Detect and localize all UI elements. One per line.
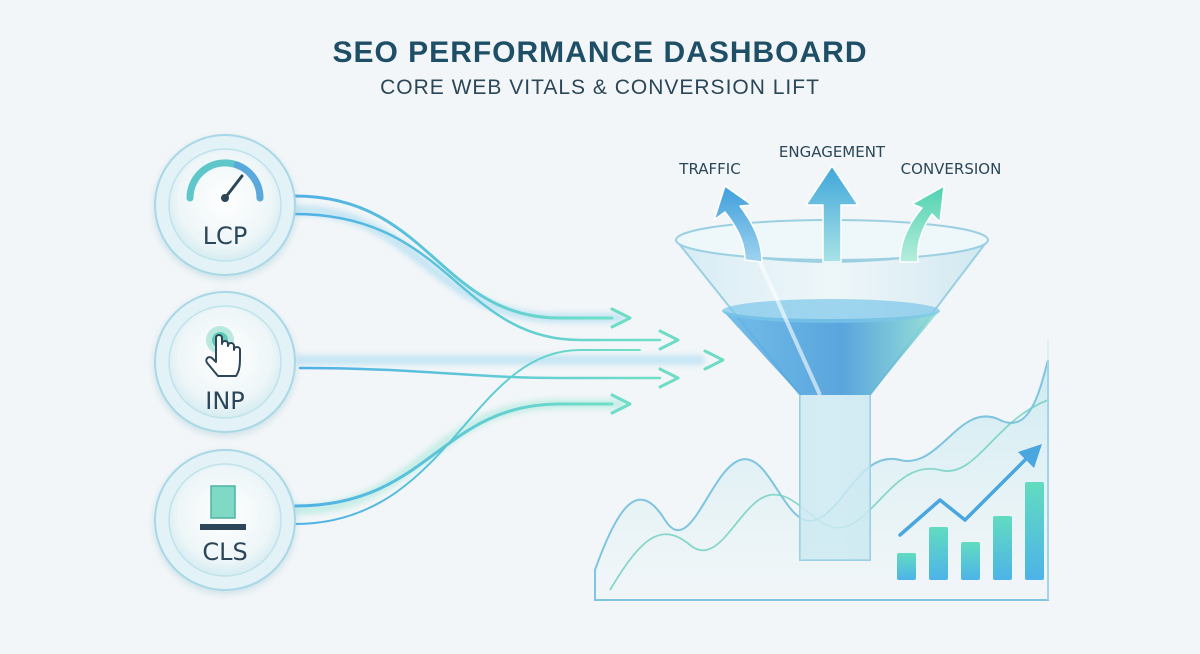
growth-bar-2 [929,527,948,580]
flow-inp-b [298,366,662,380]
flow-lines [290,194,725,525]
page-title: SEO PERFORMANCE DASHBOARD [332,36,868,69]
metric-label-inp: INP [205,387,245,415]
funnel-liquid [722,310,940,395]
growth-bar-1 [897,553,916,580]
growth-bar-3 [961,542,980,580]
arrow-engagement [805,165,859,263]
flow-lcp-b [293,212,662,342]
speedometer-icon [186,159,264,202]
outcome-label-conversion: CONVERSION [901,160,1002,178]
tap-hand-icon [205,326,241,377]
arrowhead-1 [610,307,632,329]
outcome-label-traffic: TRAFFIC [678,160,740,178]
outcome-arrows [713,165,945,263]
arrowhead-2 [658,329,680,351]
flow-cls-a [293,402,614,508]
metric-lcp [154,134,296,276]
growth-bars [897,444,1044,580]
layout-shift-icon [200,485,246,530]
outcome-label-engagement: ENGAGEMENT [779,143,886,161]
flow-lcp-a [293,194,614,320]
metric-label-lcp: LCP [203,222,248,250]
page-subtitle: CORE WEB VITALS & CONVERSION LIFT [380,76,820,99]
arrowhead-4 [658,367,680,389]
metric-cls [154,449,296,591]
growth-trend-arrow [898,453,1032,537]
growth-bar-4 [993,516,1012,580]
arrow-conversion [899,185,945,263]
flow-cls-b [294,349,641,525]
growth-arrowhead [1018,444,1042,468]
arrow-traffic [713,185,763,263]
arrowhead-3 [703,349,725,371]
metric-label-cls: CLS [202,538,247,566]
arrowhead-5 [610,393,632,415]
growth-bar-5 [1025,482,1044,580]
